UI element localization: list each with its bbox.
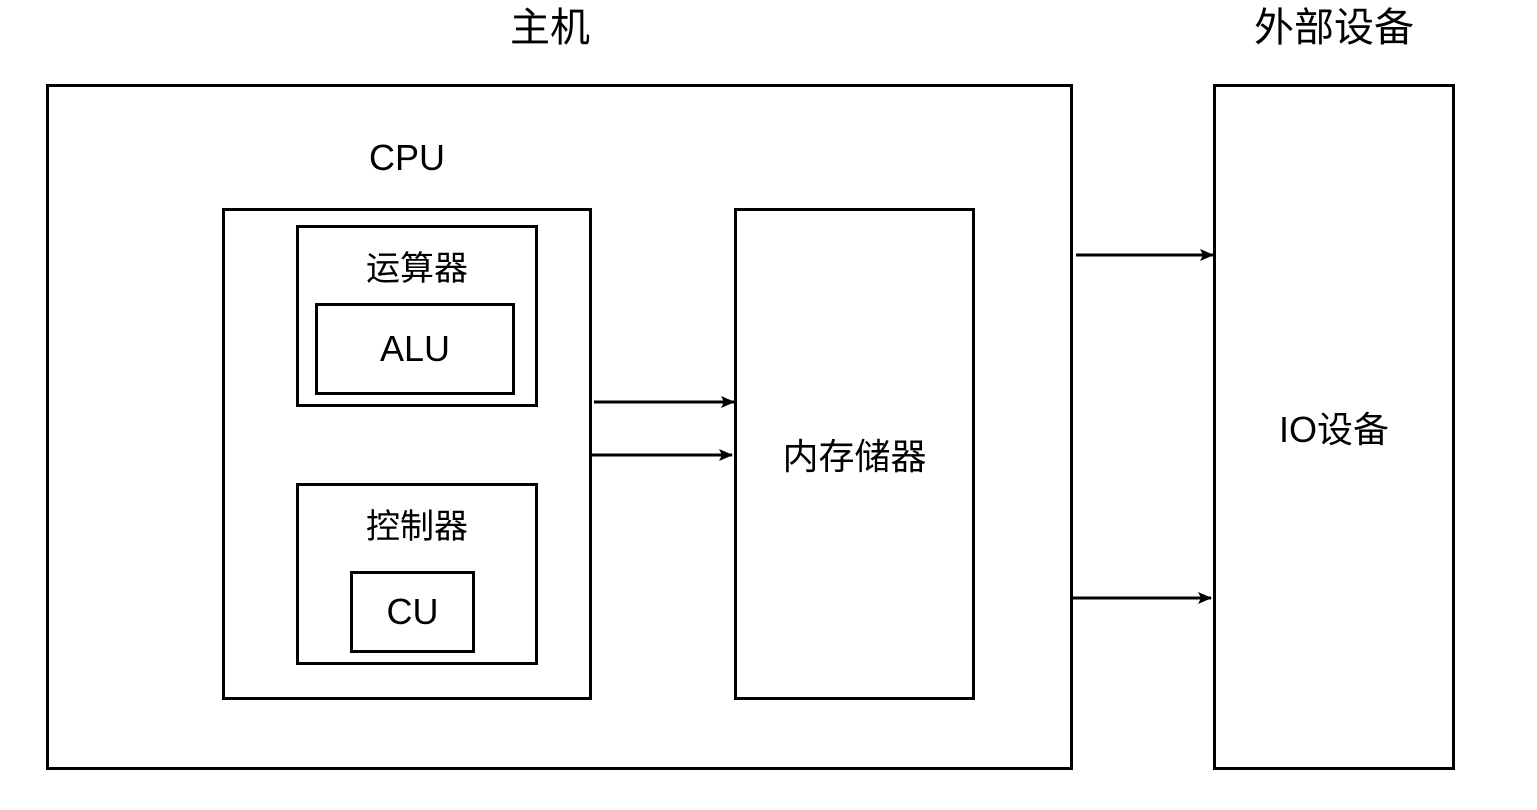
alu-label: ALU bbox=[379, 328, 451, 369]
memory-label: 内存储器 bbox=[782, 436, 927, 477]
control-unit-box bbox=[296, 483, 538, 665]
cpu-box bbox=[222, 208, 592, 700]
cu-label: CU bbox=[386, 591, 439, 632]
io-device-label: IO设备 bbox=[1278, 409, 1389, 450]
io-device-box bbox=[1213, 84, 1455, 770]
control-unit-label: 控制器 bbox=[366, 507, 468, 546]
peripheral-title: 外部设备 bbox=[1254, 6, 1414, 50]
cu-box bbox=[350, 571, 475, 653]
arithmetic-unit-label: 运算器 bbox=[366, 249, 468, 288]
alu-box bbox=[315, 303, 515, 395]
arithmetic-unit-box bbox=[296, 225, 538, 407]
memory-box bbox=[734, 208, 975, 700]
host-title: 主机 bbox=[510, 6, 590, 50]
cpu-label: CPU bbox=[368, 137, 445, 178]
host-container-box bbox=[46, 84, 1073, 770]
